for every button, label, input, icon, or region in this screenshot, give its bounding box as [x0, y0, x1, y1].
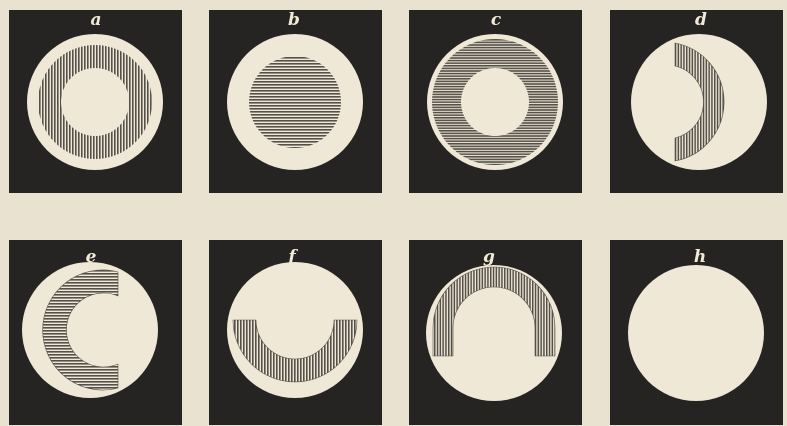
panel-d-label: d [695, 10, 707, 30]
panel-f: f [209, 240, 382, 425]
panel-h: h [610, 240, 783, 425]
panel-a-label: a [90, 10, 101, 30]
panel-g-label: g [483, 247, 495, 267]
panel-a: a [9, 10, 182, 193]
panel-g: g [409, 240, 582, 425]
panel-d: d [610, 10, 783, 193]
panel-b: b [209, 10, 382, 193]
panel-h-label: h [694, 247, 706, 267]
panel-h-disc [628, 265, 764, 401]
panel-c: c [409, 10, 582, 193]
panel-b-hatched-disc [249, 56, 341, 148]
panel-c-label: c [491, 10, 502, 30]
panel-b-label: b [288, 10, 300, 30]
panel-e: e [9, 240, 182, 425]
